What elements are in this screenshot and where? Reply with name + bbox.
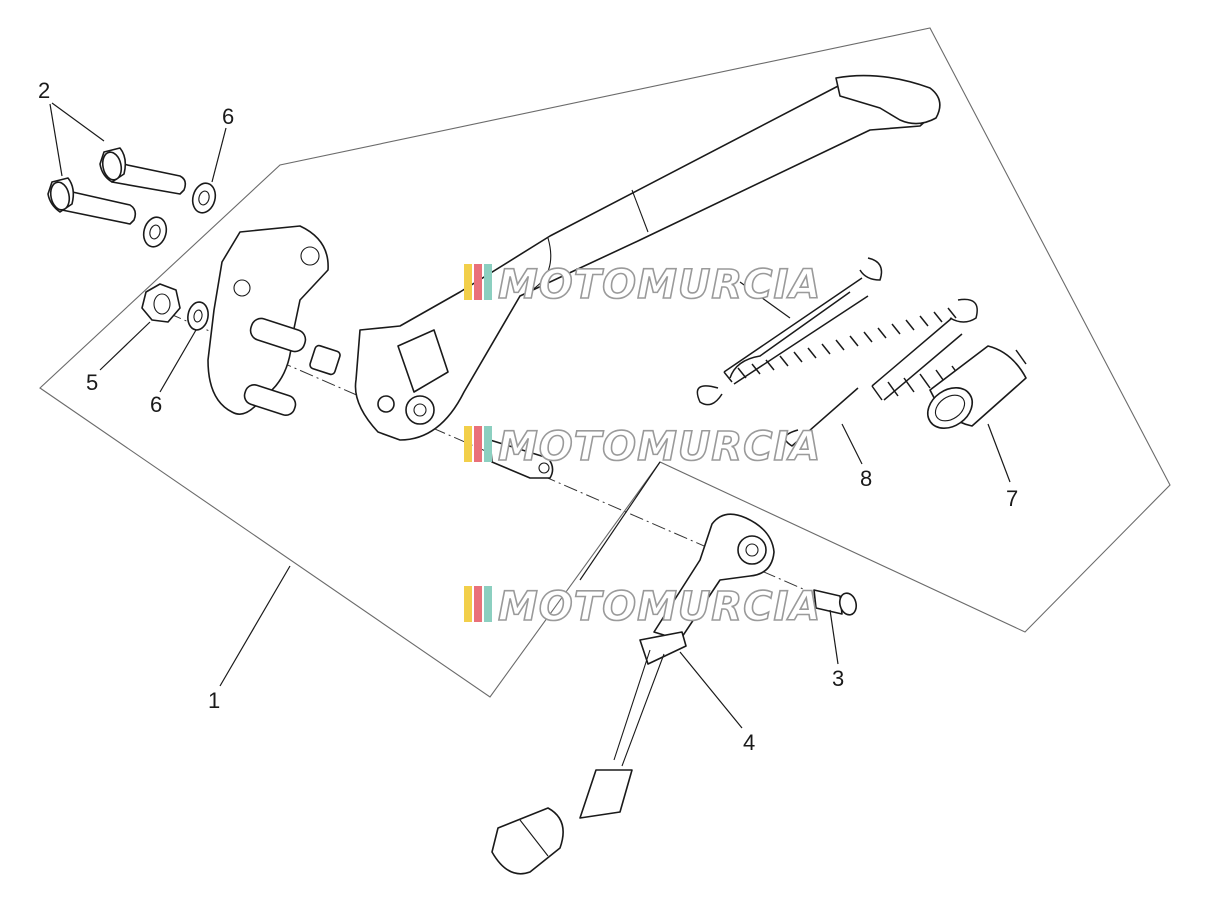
sensor-tab [489,439,554,479]
side-stand-sensor[interactable] [491,513,775,875]
washer-upper[interactable] [189,181,218,216]
mounting-plate[interactable] [207,225,341,418]
assembly-axis [167,312,811,593]
watermark-bottom: MOTOMURCIA [464,583,821,631]
callout-7: 7 [1006,486,1018,511]
callout-6-lower: 6 [150,392,162,417]
washer-lower-bolt[interactable] [140,215,169,250]
svg-text:MOTOMURCIA: MOTOMURCIA [498,584,821,630]
pin[interactable] [813,589,859,617]
assembly-frame [39,27,1171,698]
callout-5: 5 [86,370,98,395]
nut[interactable] [141,283,181,323]
watermark-top: MOTOMURCIA [464,261,821,309]
watermark-middle: MOTOMURCIA [464,423,821,471]
svg-text:MOTOMURCIA: MOTOMURCIA [498,424,821,470]
svg-text:MOTOMURCIA: MOTOMURCIA [498,262,821,308]
leader-lines [49,102,1011,729]
callout-1: 1 [208,688,220,713]
bolt-lower[interactable] [47,177,137,225]
spring-long[interactable] [696,257,957,406]
side-stand-arm[interactable] [354,74,941,441]
callout-6-upper: 6 [222,104,234,129]
bolt-upper[interactable] [99,147,187,195]
callout-8: 8 [860,466,872,491]
washer-plate[interactable] [186,300,211,331]
callout-3: 3 [832,666,844,691]
callout-2: 2 [38,78,50,103]
bushing[interactable] [920,345,1027,437]
callout-4: 4 [743,730,755,755]
